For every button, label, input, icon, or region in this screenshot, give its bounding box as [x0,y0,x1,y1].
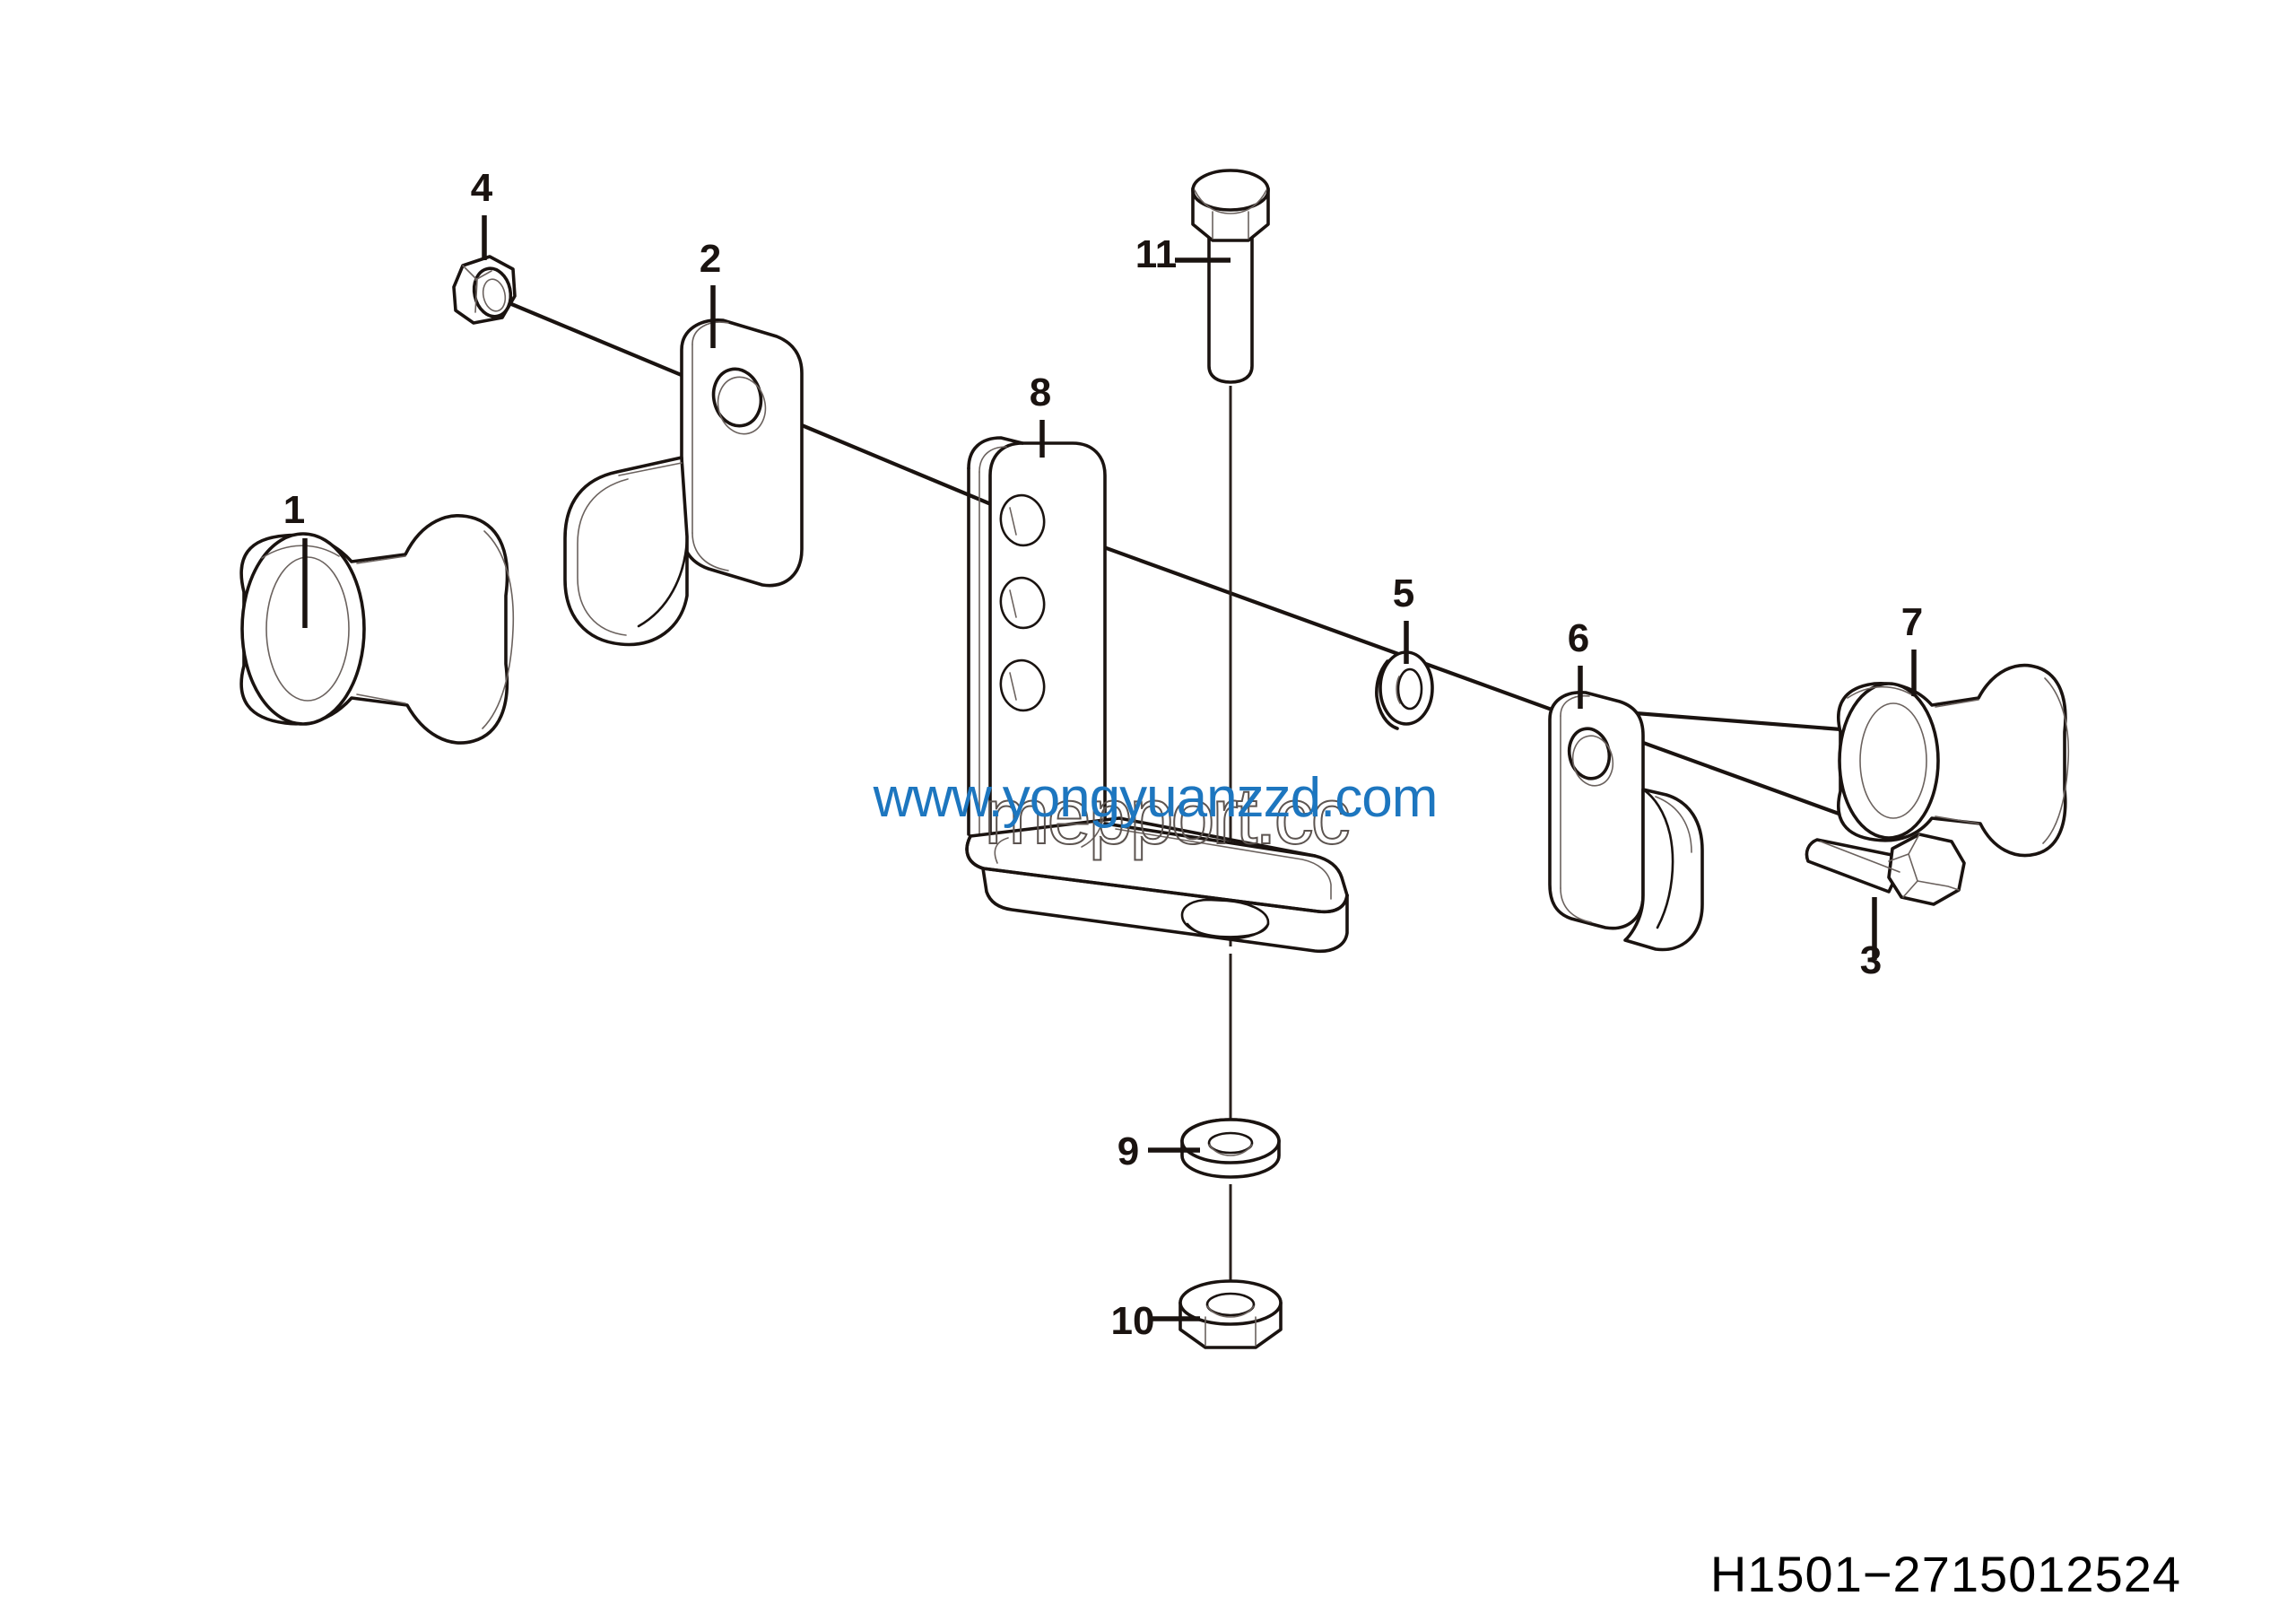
callout-number-10: 10 [1111,1299,1155,1343]
part-number-label: H1501−2715012524 [1710,1546,2181,1602]
part-9-washer [1180,1118,1281,1179]
part-10-hex-nut [1178,1279,1283,1349]
watermark-primary: www.yongyuanzzd.com [873,767,1438,829]
l-bracket-web-holes [999,493,1046,712]
callout-number-7: 7 [1901,600,1923,644]
part-11-hex-bolt-vertical [1191,169,1270,384]
callout-leader-lines [302,215,1917,1321]
watermark-group: mepport.cc www.yongyuanzzd.com [873,767,1439,861]
callout-number-2: 2 [700,237,721,281]
callout-number-9: 9 [1118,1129,1139,1173]
callout-number-5: 5 [1393,571,1414,615]
part-2-bracket-arm [563,318,804,647]
part-4-hex-nut [452,255,517,325]
callout-number-1: 1 [283,488,305,532]
part-8-l-bracket [965,436,1349,954]
part-3-hex-bolt-horizontal [1805,833,1966,906]
watermark-secondary: mepport.cc [984,772,1348,860]
part-7-flanged-bushing [1837,663,2070,858]
callout-number-3: 3 [1860,938,1882,982]
callout-number-4: 4 [471,166,493,210]
callout-numbers: 1 2 3 4 5 6 7 8 9 10 11 [283,166,1923,1343]
part-1-flanged-bushing [239,514,515,745]
callout-number-6: 6 [1568,616,1589,660]
part-6-bracket-arm [1548,691,1704,952]
l-bracket-base-slot [1180,898,1270,940]
callout-number-8: 8 [1030,371,1051,414]
callout-number-11: 11 [1135,232,1178,276]
